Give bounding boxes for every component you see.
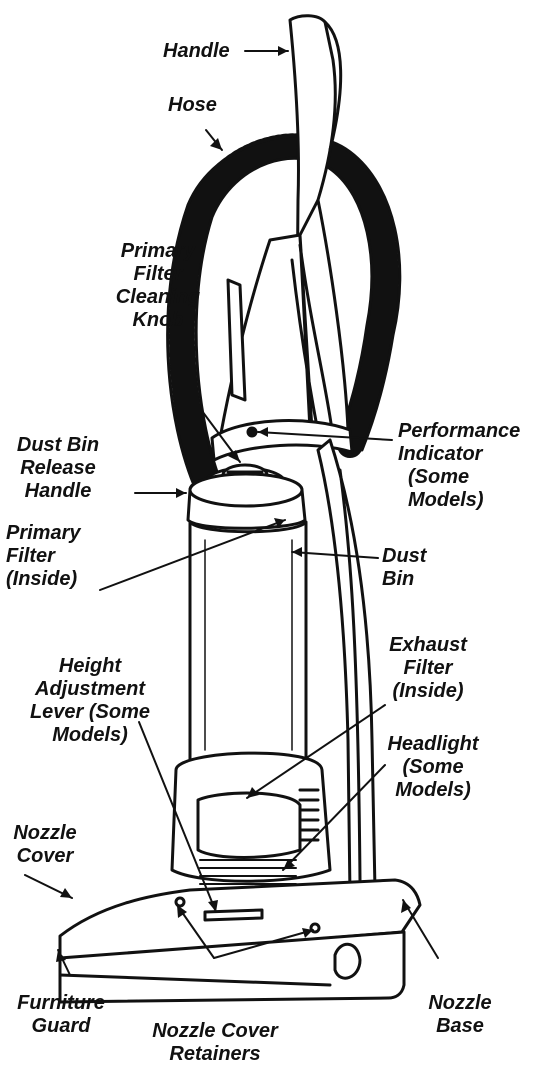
label-nozzle-cover-retainers: Nozzle Cover Retainers (130, 1020, 300, 1066)
label-line: Filter (378, 657, 478, 680)
label-line: Guard (5, 1015, 117, 1038)
label-handle: Handle (163, 40, 230, 63)
label-height-adjustment-lever: Height Adjustment Lever (Some Models) (10, 655, 170, 747)
dust-bin-lid-top (190, 474, 302, 506)
label-line: Handle (163, 40, 230, 63)
label-line: Primary (105, 240, 211, 263)
label-line: (Inside) (6, 568, 81, 591)
label-performance-indicator: Performance Indicator (Some Models) (398, 420, 520, 512)
label-line: Knob (105, 309, 211, 332)
label-line: Indicator (398, 443, 520, 466)
cord-wrap (228, 280, 245, 400)
label-nozzle-base: Nozzle Base (420, 992, 500, 1038)
dust-bin (190, 522, 306, 769)
label-line: Furniture (5, 992, 117, 1015)
label-dust-bin-release-handle: Dust Bin Release Handle (6, 434, 110, 503)
label-line: Height (10, 655, 170, 678)
label-line: (Some (398, 466, 520, 489)
label-line: Nozzle Cover (130, 1020, 300, 1043)
label-line: (Some (373, 756, 493, 779)
label-line: Handle (6, 480, 110, 503)
label-line: Dust Bin (6, 434, 110, 457)
label-line: Filter (105, 263, 211, 286)
label-line: Primary (6, 522, 81, 545)
label-exhaust-filter: Exhaust Filter (Inside) (378, 634, 478, 703)
label-line: Hose (168, 94, 217, 117)
label-line: Dust (382, 545, 426, 568)
label-line: Models) (398, 489, 520, 512)
label-hose: Hose (168, 94, 217, 117)
label-line: Exhaust (378, 634, 478, 657)
label-line: Models) (373, 779, 493, 802)
label-line: Nozzle (5, 822, 85, 845)
label-line: Cleaning (105, 286, 211, 309)
label-line: Bin (382, 568, 426, 591)
label-line: Filter (6, 545, 81, 568)
label-line: Performance (398, 420, 520, 443)
label-primary-filter-cleaning-knob: Primary Filter Cleaning Knob (105, 240, 211, 332)
label-headlight: Headlight (Some Models) (373, 733, 493, 802)
label-line: Nozzle (420, 992, 500, 1015)
label-line: Models) (10, 724, 170, 747)
label-line: Headlight (373, 733, 493, 756)
label-primary-filter-inside: Primary Filter (Inside) (6, 522, 81, 591)
performance-indicator-dot (248, 428, 256, 436)
label-line: Cover (5, 845, 85, 868)
height-lever (205, 910, 262, 920)
label-line: Lever (Some (10, 701, 170, 724)
label-line: Base (420, 1015, 500, 1038)
label-dust-bin: Dust Bin (382, 545, 426, 591)
exhaust-filter-cover (198, 793, 300, 857)
label-line: (Inside) (378, 680, 478, 703)
label-line: Release (6, 457, 110, 480)
nozzle-wheel (335, 944, 360, 978)
label-line: Adjustment (10, 678, 170, 701)
label-furniture-guard: Furniture Guard (5, 992, 117, 1038)
label-line: Retainers (130, 1043, 300, 1066)
label-nozzle-cover: Nozzle Cover (5, 822, 85, 868)
